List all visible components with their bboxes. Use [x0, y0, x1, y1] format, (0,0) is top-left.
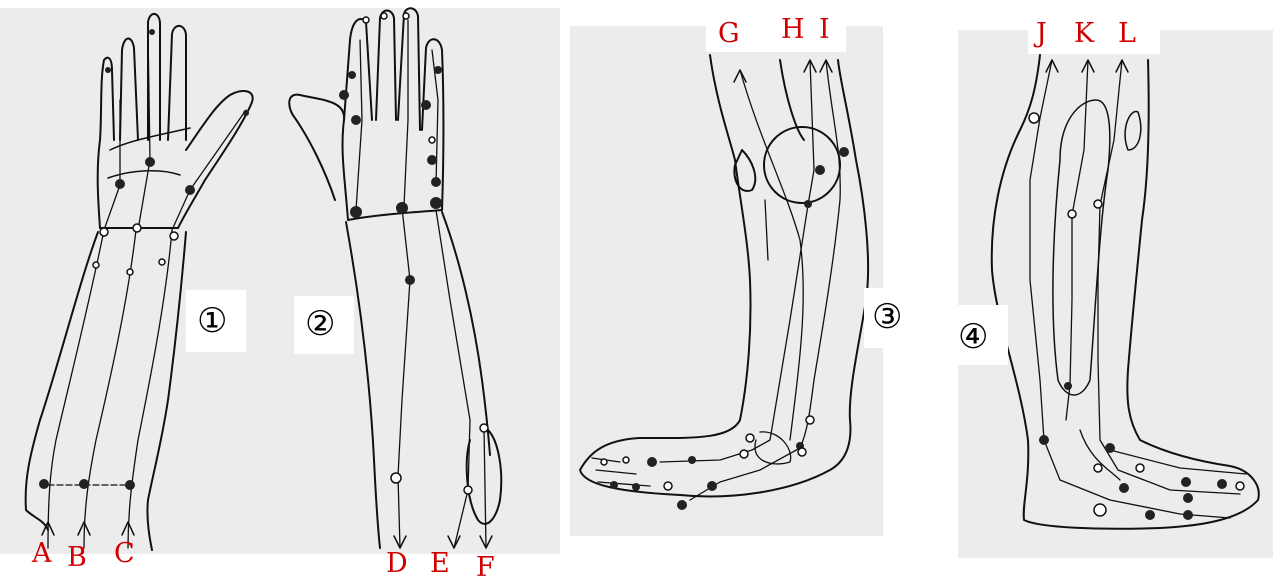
label-e: E [430, 550, 450, 577]
figure-3-leg-drawing [580, 55, 868, 510]
figure-3-number: ③ [872, 300, 902, 334]
figure-2-number: ② [305, 307, 335, 341]
label-f: F [476, 554, 495, 581]
label-j: J [1036, 20, 1047, 47]
label-d: D [386, 550, 408, 577]
label-k: K [1074, 20, 1094, 47]
figure-4-number: ④ [958, 320, 988, 354]
label-l: L [1118, 20, 1136, 47]
figure-1-number: ① [197, 304, 227, 338]
label-b: B [67, 544, 87, 571]
label-g: G [718, 20, 740, 47]
figure-1-arm-drawing [26, 14, 253, 550]
label-c: C [114, 540, 135, 567]
label-a: A [32, 540, 52, 567]
label-i: I [819, 16, 830, 43]
label-h: H [781, 16, 805, 43]
figure-4-leg-drawing [992, 55, 1259, 529]
figure-2-arm-drawing [289, 8, 501, 548]
